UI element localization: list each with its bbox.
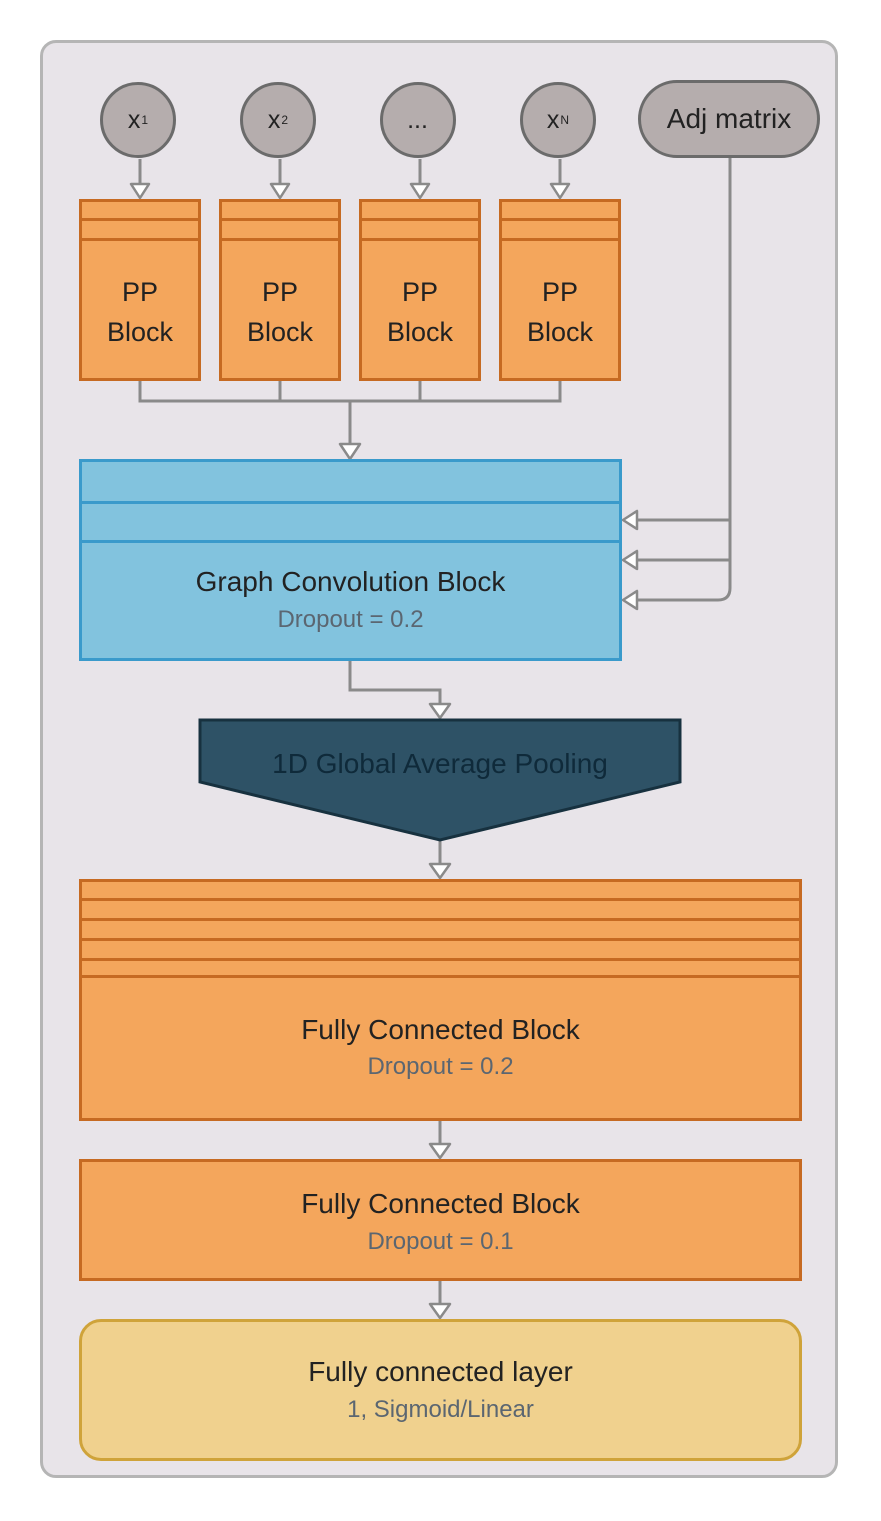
pp-block-line2: Block — [386, 317, 454, 347]
input-label: ... — [407, 105, 428, 134]
pp-block-line1: PP — [121, 277, 159, 307]
pp-block-line2: Block — [246, 317, 314, 347]
fully-connected-block-1: Fully Connected Block Dropout = 0.2 — [79, 879, 802, 1121]
pp-block-3: PP Block — [359, 199, 481, 381]
pp-block-line2: Block — [106, 317, 174, 347]
pp-block-line2: Block — [526, 317, 594, 347]
fc-block-2-title: Fully Connected Block — [301, 1188, 580, 1219]
input-subscript: N — [560, 113, 570, 127]
pp-block-2: PP Block — [219, 199, 341, 381]
fully-connected-block-2: Fully Connected Block Dropout = 0.1 — [79, 1159, 802, 1281]
input-subscript: 1 — [141, 113, 149, 127]
fully-connected-layer: Fully connected layer 1, Sigmoid/Linear — [79, 1319, 802, 1461]
fc-block-1-dropout: Dropout = 0.2 — [367, 1053, 514, 1080]
pp-block-1: PP Block — [79, 199, 201, 381]
fc-layer-activation: 1, Sigmoid/Linear — [347, 1396, 534, 1423]
graph-convolution-block: Graph Convolution Block Dropout = 0.2 — [79, 459, 622, 661]
input-label: x — [546, 105, 560, 134]
input-subscript: 2 — [281, 113, 289, 127]
input-node-ellipsis: ... — [380, 82, 456, 158]
pp-block-line1: PP — [401, 277, 439, 307]
input-label: x — [127, 105, 141, 134]
pp-block-line1: PP — [261, 277, 299, 307]
graph-convolution-title: Graph Convolution Block — [195, 566, 506, 597]
fc-block-2-dropout: Dropout = 0.1 — [367, 1228, 514, 1255]
pp-block-4: PP Block — [499, 199, 621, 381]
graph-convolution-dropout: Dropout = 0.2 — [277, 606, 424, 633]
pooling-label: 1D Global Average Pooling — [272, 748, 608, 779]
input-label: x — [267, 105, 281, 134]
adj-matrix-node: Adj matrix — [638, 80, 820, 158]
fc-block-1-title: Fully Connected Block — [301, 1014, 580, 1045]
adj-matrix-label: Adj matrix — [666, 103, 792, 134]
pp-block-line1: PP — [541, 277, 579, 307]
fc-layer-title: Fully connected layer — [308, 1356, 573, 1387]
